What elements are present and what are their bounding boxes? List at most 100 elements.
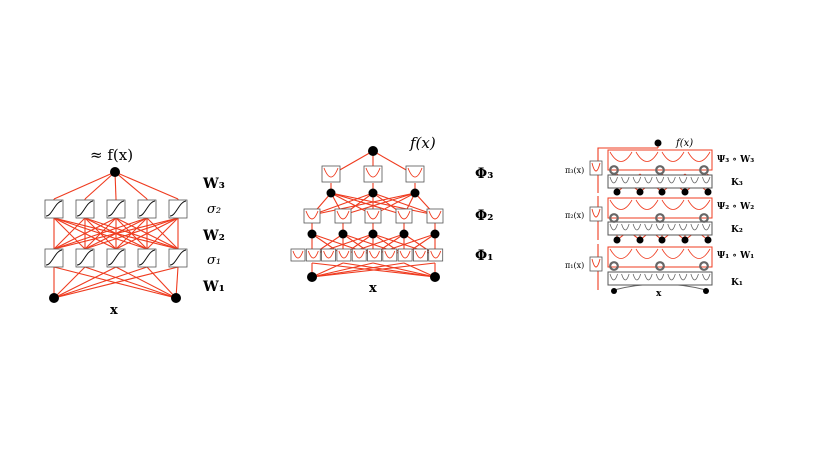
p2-mid-node-4 [430,229,440,239]
p2-layer-label-phi2: Φ₂ [475,208,493,224]
p1-edge-w1 [115,266,177,299]
p3-layer-label-k2: K₂ [731,225,743,235]
p3-k3-band-curve-3 [644,176,653,184]
p2-phi1-box-8 [412,248,428,262]
p2-phi2-box-0-curve [305,210,319,220]
p3-k3-band [607,174,713,189]
p2-input-node-0 [307,272,317,282]
p1-output-node [110,167,120,177]
p2-phi1-box-9 [428,248,444,262]
p2-phi3-box-0 [321,165,341,183]
p2-phi1-box-3 [336,248,352,262]
p3-k3-band-curve-1 [621,176,630,184]
p2-edge-in [342,262,436,278]
p3-node-row0-1 [636,188,644,196]
p1-activation-1-2-curve [107,249,125,266]
p3-psi3-band-curve-3 [687,151,711,162]
p2-phi1-box-5-curve [369,250,380,259]
p3-side-box-2-curve [591,258,601,268]
p3-psi3-band-curve-1 [635,151,659,162]
p3-k3-band-curve-7 [690,176,699,184]
p3-node-row0-4 [704,188,712,196]
p3-k3-band-curve-5 [667,176,676,184]
p3-kernel-loop-0-0 [609,165,619,175]
p1-activation-1-1-curve [76,249,94,266]
p1-edge-w1 [146,266,177,299]
p1-edge-w1 [53,266,86,299]
p3-side-label-pi1: π₁(x) [565,261,584,270]
p3-kernel-loop-2-1 [655,261,665,271]
p2-phi3-box-1-curve [365,167,381,178]
p3-psi1-band-curve-0 [609,248,633,259]
p2-mid-node-3 [399,229,409,239]
p2-edge-in [403,262,436,278]
p1-activation-2-2-curve [107,200,125,217]
p2-phi1-box-6 [382,248,398,262]
p2-phi3-box-1 [363,165,383,183]
p3-k1-band-curve-7 [690,273,699,281]
p3-kernel-loop-2-0 [609,261,619,271]
p2-phi3-box-2 [405,165,425,183]
shape-layer [44,139,713,303]
p3-input-node-1 [703,288,709,294]
p1-input-node-0 [49,293,59,303]
p3-layer-label-k3: K₃ [731,178,743,188]
p1-edge-w2 [146,217,179,250]
p3-k1-band-curve-6 [678,273,688,281]
p2-phi1-box-1-curve [307,250,319,259]
p2-phi1-box-7-curve [399,250,411,259]
p2-phi2-box-2 [364,208,382,224]
p2-layer-label-phi3: Φ₃ [475,166,493,182]
p3-input-node-0 [611,288,617,294]
p1-edge-w3 [114,171,179,200]
p2-mid-node-2 [368,229,378,239]
p2-edge-in [372,262,436,278]
p3-psi2-band-curve-0 [609,199,633,210]
p1-edge-w3 [53,171,116,200]
p3-k2-band-curve-4 [655,223,665,231]
p3-kernel-loop-2-2 [699,261,709,271]
p2-edge-mid [330,192,405,216]
p2-phi2-box-1-curve [336,210,350,220]
p3-side-box-1 [589,206,603,222]
p2-phi2-box-3-curve [397,210,411,220]
p3-layer-label-psi2: Ψ₂ ∘ W₂ [717,202,754,212]
p3-kernel-loop-0-2 [699,165,709,175]
p1-edge-w3 [114,171,148,200]
p1-activation-2-4-curve [169,200,187,217]
p2-edge-mid [342,192,416,216]
p2-top-node-0 [326,188,336,198]
p3-side-label-pi2: π₂(x) [565,211,584,220]
p3-skip-path-3 [597,147,658,193]
p2-edge-in [311,262,374,278]
p2-phi1-box-8-curve [414,250,426,259]
p3-psi1-band [607,246,713,268]
p2-phi2-box-4-curve [428,210,442,220]
p2-phi1-box-6-curve [384,250,396,259]
p3-k3-band-curve-8 [702,176,711,184]
p2-mid-node-0 [307,229,317,239]
p3-k3-band-curve-4 [655,176,665,184]
p3-k1-band-curve-5 [667,273,676,281]
p2-phi1-box-0-curve [292,250,304,259]
p1-input-node-1 [171,293,181,303]
p2-output-label: f(x) [409,134,436,152]
p3-psi3-band [607,149,713,171]
p3-psi1-band-curve-1 [635,248,659,259]
p3-side-box-0-curve [591,162,601,172]
p3-node-row1-3 [681,236,689,244]
p3-layer-label-psi1: Ψ₁ ∘ W₁ [717,251,754,261]
p2-layer-label-phi1: Φ₁ [475,248,493,264]
p3-k2-band-curve-5 [667,223,676,231]
p3-node-row0-0 [613,188,621,196]
p3-side-box-1-curve [591,208,601,218]
p1-edge-w2 [53,217,86,250]
p1-activation-1-4-curve [169,249,187,266]
p3-k2-band-curve-8 [702,223,711,231]
p3-node-row1-0 [613,236,621,244]
p1-activation-1-0-curve [45,249,63,266]
p3-k2-band-curve-0 [609,223,618,231]
p1-edge-w2 [53,217,179,250]
p1-input-label: x [110,303,118,318]
p2-input-label: x [369,281,377,296]
